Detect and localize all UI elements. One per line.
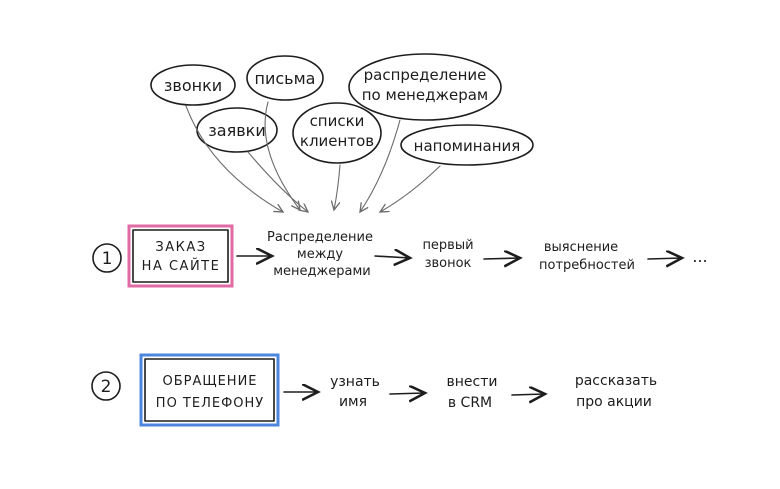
flow-2-start-line2: ПО ТЕЛЕФОНУ: [156, 396, 264, 411]
bubble-pisma: письма: [246, 55, 324, 101]
bubble-outline: [292, 102, 382, 164]
flow-1-step-3-line1: выяснение: [544, 240, 618, 255]
flow-2-start-box-frame: [139, 353, 280, 427]
bubble-label: письма: [255, 69, 316, 88]
flow-1: 1 ЗАКАЗ НА САЙТЕ Распределение между мен…: [92, 224, 708, 288]
converging-arrows: [185, 101, 441, 212]
flow-1-arrow-3: [483, 258, 520, 259]
flow-2-arrow-2: [389, 393, 425, 394]
arrow-napominaniya: [380, 165, 441, 212]
flow-1-number-circle: [92, 243, 122, 273]
flow-1-step-3-line2: потребностей: [539, 258, 635, 273]
flow-1-ellipsis: ...: [692, 247, 707, 266]
bubble-label-line1: списки: [310, 112, 365, 130]
arrow-zvonki: [185, 105, 283, 212]
flow-1-step-1-line1: Распределение: [267, 230, 373, 245]
bubble-raspredelenie: распределение по менеджерам: [348, 53, 502, 121]
flow-2-step-2-line2: в CRM: [448, 395, 492, 411]
flow-1-step-1-line2: между: [297, 247, 344, 262]
flow-2: 2 ОБРАЩЕНИЕ ПО ТЕЛЕФОНУ узнать имя внест…: [91, 353, 657, 427]
bubble-label: заявки: [208, 121, 265, 140]
flow-2-start-line1: ОБРАЩЕНИЕ: [162, 374, 257, 389]
flow-1-step-2-line2: звонок: [425, 256, 472, 271]
bubble-zvonki: звонки: [150, 64, 236, 106]
bubble-label-line1: распределение: [364, 66, 487, 84]
bubble-label-line2: по менеджерам: [362, 86, 488, 104]
flow-2-number-circle: [91, 371, 121, 401]
arrow-zayavki: [247, 151, 308, 212]
flow-1-number: 1: [102, 249, 113, 269]
flow-1-arrow-4: [647, 258, 682, 259]
flow-2-step-3-line1: рассказать: [575, 373, 657, 389]
bubble-spiski-klientov: списки клиентов: [292, 102, 382, 164]
arrow-raspredelenie: [360, 119, 401, 212]
flow-1-start-line2: НА САЙТЕ: [142, 258, 221, 274]
flow-1-start-box-frame: [127, 224, 234, 288]
bubble-outline: [400, 124, 534, 166]
flow-2-number: 2: [101, 377, 112, 397]
bubble-label: звонки: [164, 76, 222, 95]
bubble-label: напоминания: [414, 137, 521, 155]
bubble-outline: [150, 64, 236, 106]
flow-1-step-1-line3: менеджерами: [273, 264, 370, 279]
flow-1-start-box-inner: [132, 229, 229, 283]
flow-2-step-1-line2: имя: [339, 394, 367, 410]
bubble-outline: [246, 55, 324, 101]
bubble-outline: [348, 53, 502, 121]
flow-1-start-line1: ЗАКАЗ: [155, 240, 206, 255]
flow-2-step-2-line1: внести: [447, 374, 498, 390]
flow-2-step-1-line1: узнать: [330, 374, 380, 390]
arrow-spiski: [334, 164, 341, 210]
bubble-napominaniya: напоминания: [400, 124, 534, 166]
bubble-label-line2: клиентов: [300, 132, 374, 150]
flow-2-step-3-line2: про акции: [576, 394, 652, 410]
flow-2-start-box-inner: [144, 358, 275, 422]
flow-1-arrow-2: [374, 256, 410, 258]
flow-1-step-2-line1: первый: [422, 238, 473, 253]
flow-2-arrow-3: [511, 394, 545, 395]
